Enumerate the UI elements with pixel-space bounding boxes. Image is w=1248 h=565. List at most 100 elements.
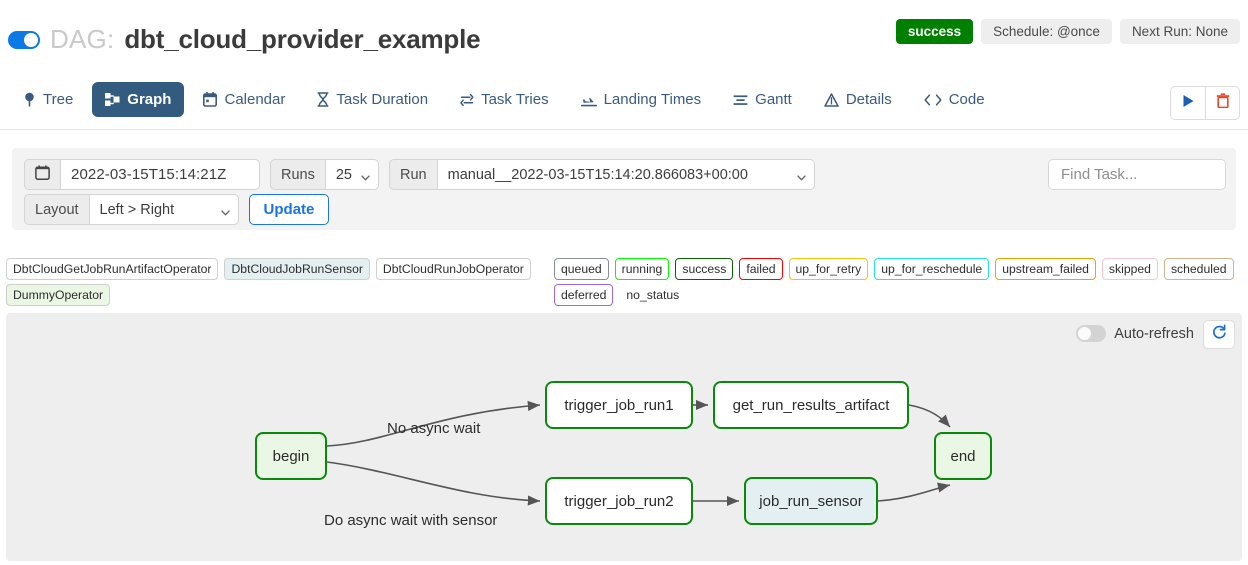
run-select-value: manual__2022-03-15T15:14:20.866083+00:00 (447, 166, 748, 183)
toggle-knob (1078, 327, 1092, 340)
status-chip-queued[interactable]: queued (554, 258, 609, 281)
tab-task-duration-label: Task Duration (336, 91, 429, 108)
schedule-badge[interactable]: Schedule: @once (981, 19, 1112, 44)
node-label: end (950, 447, 976, 465)
toggle-knob (24, 32, 38, 47)
operator-legend-row: DbtCloudGetJobRunArtifactOperator DbtClo… (6, 258, 546, 310)
tab-graph-label: Graph (127, 91, 172, 108)
calendar-picker-button[interactable] (24, 159, 61, 190)
run-filter-group: Run manual__2022-03-15T15:14:20.866083+0… (389, 159, 815, 190)
calendar-icon (35, 165, 50, 184)
layout-select[interactable]: Left > Right (88, 194, 239, 225)
graph-node-trigger-job-run1[interactable]: trigger_job_run1 (545, 381, 693, 429)
view-tabs: Tree Graph Calendar Task Duration (10, 82, 998, 117)
view-tabbar: Tree Graph Calendar Task Duration (0, 82, 1248, 130)
run-select[interactable]: manual__2022-03-15T15:14:20.866083+00:00 (436, 159, 815, 190)
tab-calendar[interactable]: Calendar (190, 82, 298, 117)
tab-landing-times[interactable]: Landing Times (568, 82, 715, 117)
operator-chip[interactable]: DummyOperator (6, 284, 111, 307)
status-legend-row: queued running success failed up_for_ret… (554, 258, 1248, 310)
status-chip-failed[interactable]: failed (739, 258, 783, 281)
page-title: dbt_cloud_provider_example (124, 24, 481, 54)
graph-node-trigger-job-run2[interactable]: trigger_job_run2 (545, 477, 693, 525)
tab-graph[interactable]: Graph (92, 82, 185, 117)
status-chip-skipped[interactable]: skipped (1101, 258, 1158, 281)
edge-label-no-async-wait: No async wait (387, 420, 481, 437)
tab-calendar-label: Calendar (224, 91, 286, 108)
execution-date-input[interactable]: 2022-03-15T15:14:21Z (60, 159, 260, 190)
tab-gantt-label: Gantt (755, 91, 792, 108)
runs-label: Runs (270, 159, 326, 190)
tab-tree[interactable]: Tree (10, 82, 86, 117)
node-label: trigger_job_run2 (564, 492, 674, 510)
update-button[interactable]: Update (248, 194, 330, 225)
status-chip-no-status[interactable]: no_status (626, 288, 680, 303)
graph-node-job-run-sensor[interactable]: job_run_sensor (744, 477, 878, 525)
tab-details[interactable]: Details (811, 82, 905, 117)
status-chip-upstream-failed[interactable]: upstream_failed (995, 258, 1096, 281)
next-run-badge: Next Run: None (1119, 19, 1240, 44)
node-label: job_run_sensor (759, 492, 863, 510)
layout-select-value: Left > Right (99, 201, 175, 218)
tab-task-duration[interactable]: Task Duration (304, 82, 441, 117)
status-chip-deferred[interactable]: deferred (554, 284, 614, 307)
tab-gantt[interactable]: Gantt (720, 82, 805, 117)
status-chip-up-for-retry[interactable]: up_for_retry (788, 258, 869, 281)
node-label: begin (272, 447, 310, 465)
graph-node-end[interactable]: end (934, 432, 992, 480)
dag-action-buttons (1170, 86, 1240, 120)
operator-chip[interactable]: DbtCloudRunJobOperator (375, 258, 531, 281)
status-chip-scheduled[interactable]: scheduled (1163, 258, 1234, 281)
runs-filter-group: Runs 25 (270, 159, 379, 190)
details-icon (824, 92, 839, 107)
header-badges: success Schedule: @once Next Run: None (895, 19, 1240, 44)
play-icon (1182, 94, 1195, 113)
operator-chip[interactable]: DbtCloudGetJobRunArtifactOperator (6, 258, 219, 281)
trash-icon (1216, 93, 1230, 113)
trigger-dag-button[interactable] (1171, 87, 1205, 119)
dag-pause-toggle[interactable] (8, 30, 40, 49)
refresh-button[interactable] (1203, 320, 1235, 349)
dag-title-group: DAG: dbt_cloud_provider_example (8, 24, 481, 55)
auto-refresh-label: Auto-refresh (1114, 325, 1194, 342)
status-legend: queued running success failed up_for_ret… (554, 258, 1248, 310)
tab-details-label: Details (845, 91, 892, 108)
status-badge: success (895, 19, 974, 44)
find-task-input[interactable]: Find Task... (1048, 159, 1226, 190)
runs-select-value: 25 (335, 166, 352, 183)
auto-refresh-toggle[interactable] (1076, 325, 1107, 342)
filter-row-top: 2022-03-15T15:14:21Z Runs 25 Run manual_… (24, 159, 815, 190)
chevron-down-icon (361, 170, 370, 180)
tab-task-tries[interactable]: Task Tries (447, 82, 562, 117)
graph-node-begin[interactable]: begin (255, 432, 327, 480)
date-filter-group: 2022-03-15T15:14:21Z (24, 159, 260, 190)
graph-edges (326, 399, 951, 507)
graph-node-get-run-results-artifact[interactable]: get_run_results_artifact (713, 381, 909, 429)
code-icon (924, 93, 942, 106)
layout-label: Layout (24, 194, 90, 225)
status-chip-up-for-reschedule[interactable]: up_for_reschedule (874, 258, 990, 281)
calendar-icon (203, 92, 218, 107)
status-chip-success[interactable]: success (675, 258, 734, 281)
delete-dag-button[interactable] (1205, 87, 1239, 119)
landing-icon (580, 93, 597, 107)
runs-select[interactable]: 25 (324, 159, 379, 190)
hourglass-icon (317, 92, 329, 107)
retry-icon (460, 93, 474, 107)
chevron-down-icon (220, 205, 230, 215)
operator-chip[interactable]: DbtCloudJobRunSensor (224, 258, 370, 281)
node-label: get_run_results_artifact (732, 396, 890, 414)
status-chip-running[interactable]: running (614, 258, 670, 281)
tab-landing-times-label: Landing Times (603, 91, 702, 108)
run-label: Run (389, 159, 438, 190)
operator-legend: DbtCloudGetJobRunArtifactOperator DbtClo… (6, 258, 546, 310)
refresh-icon (1211, 324, 1227, 345)
tab-task-tries-label: Task Tries (481, 91, 549, 108)
node-label: trigger_job_run1 (564, 396, 674, 414)
tree-icon (23, 92, 36, 107)
chevron-down-icon (796, 170, 806, 180)
tab-code[interactable]: Code (911, 82, 998, 117)
tab-tree-label: Tree (43, 91, 74, 108)
dag-label: DAG: (50, 24, 115, 54)
